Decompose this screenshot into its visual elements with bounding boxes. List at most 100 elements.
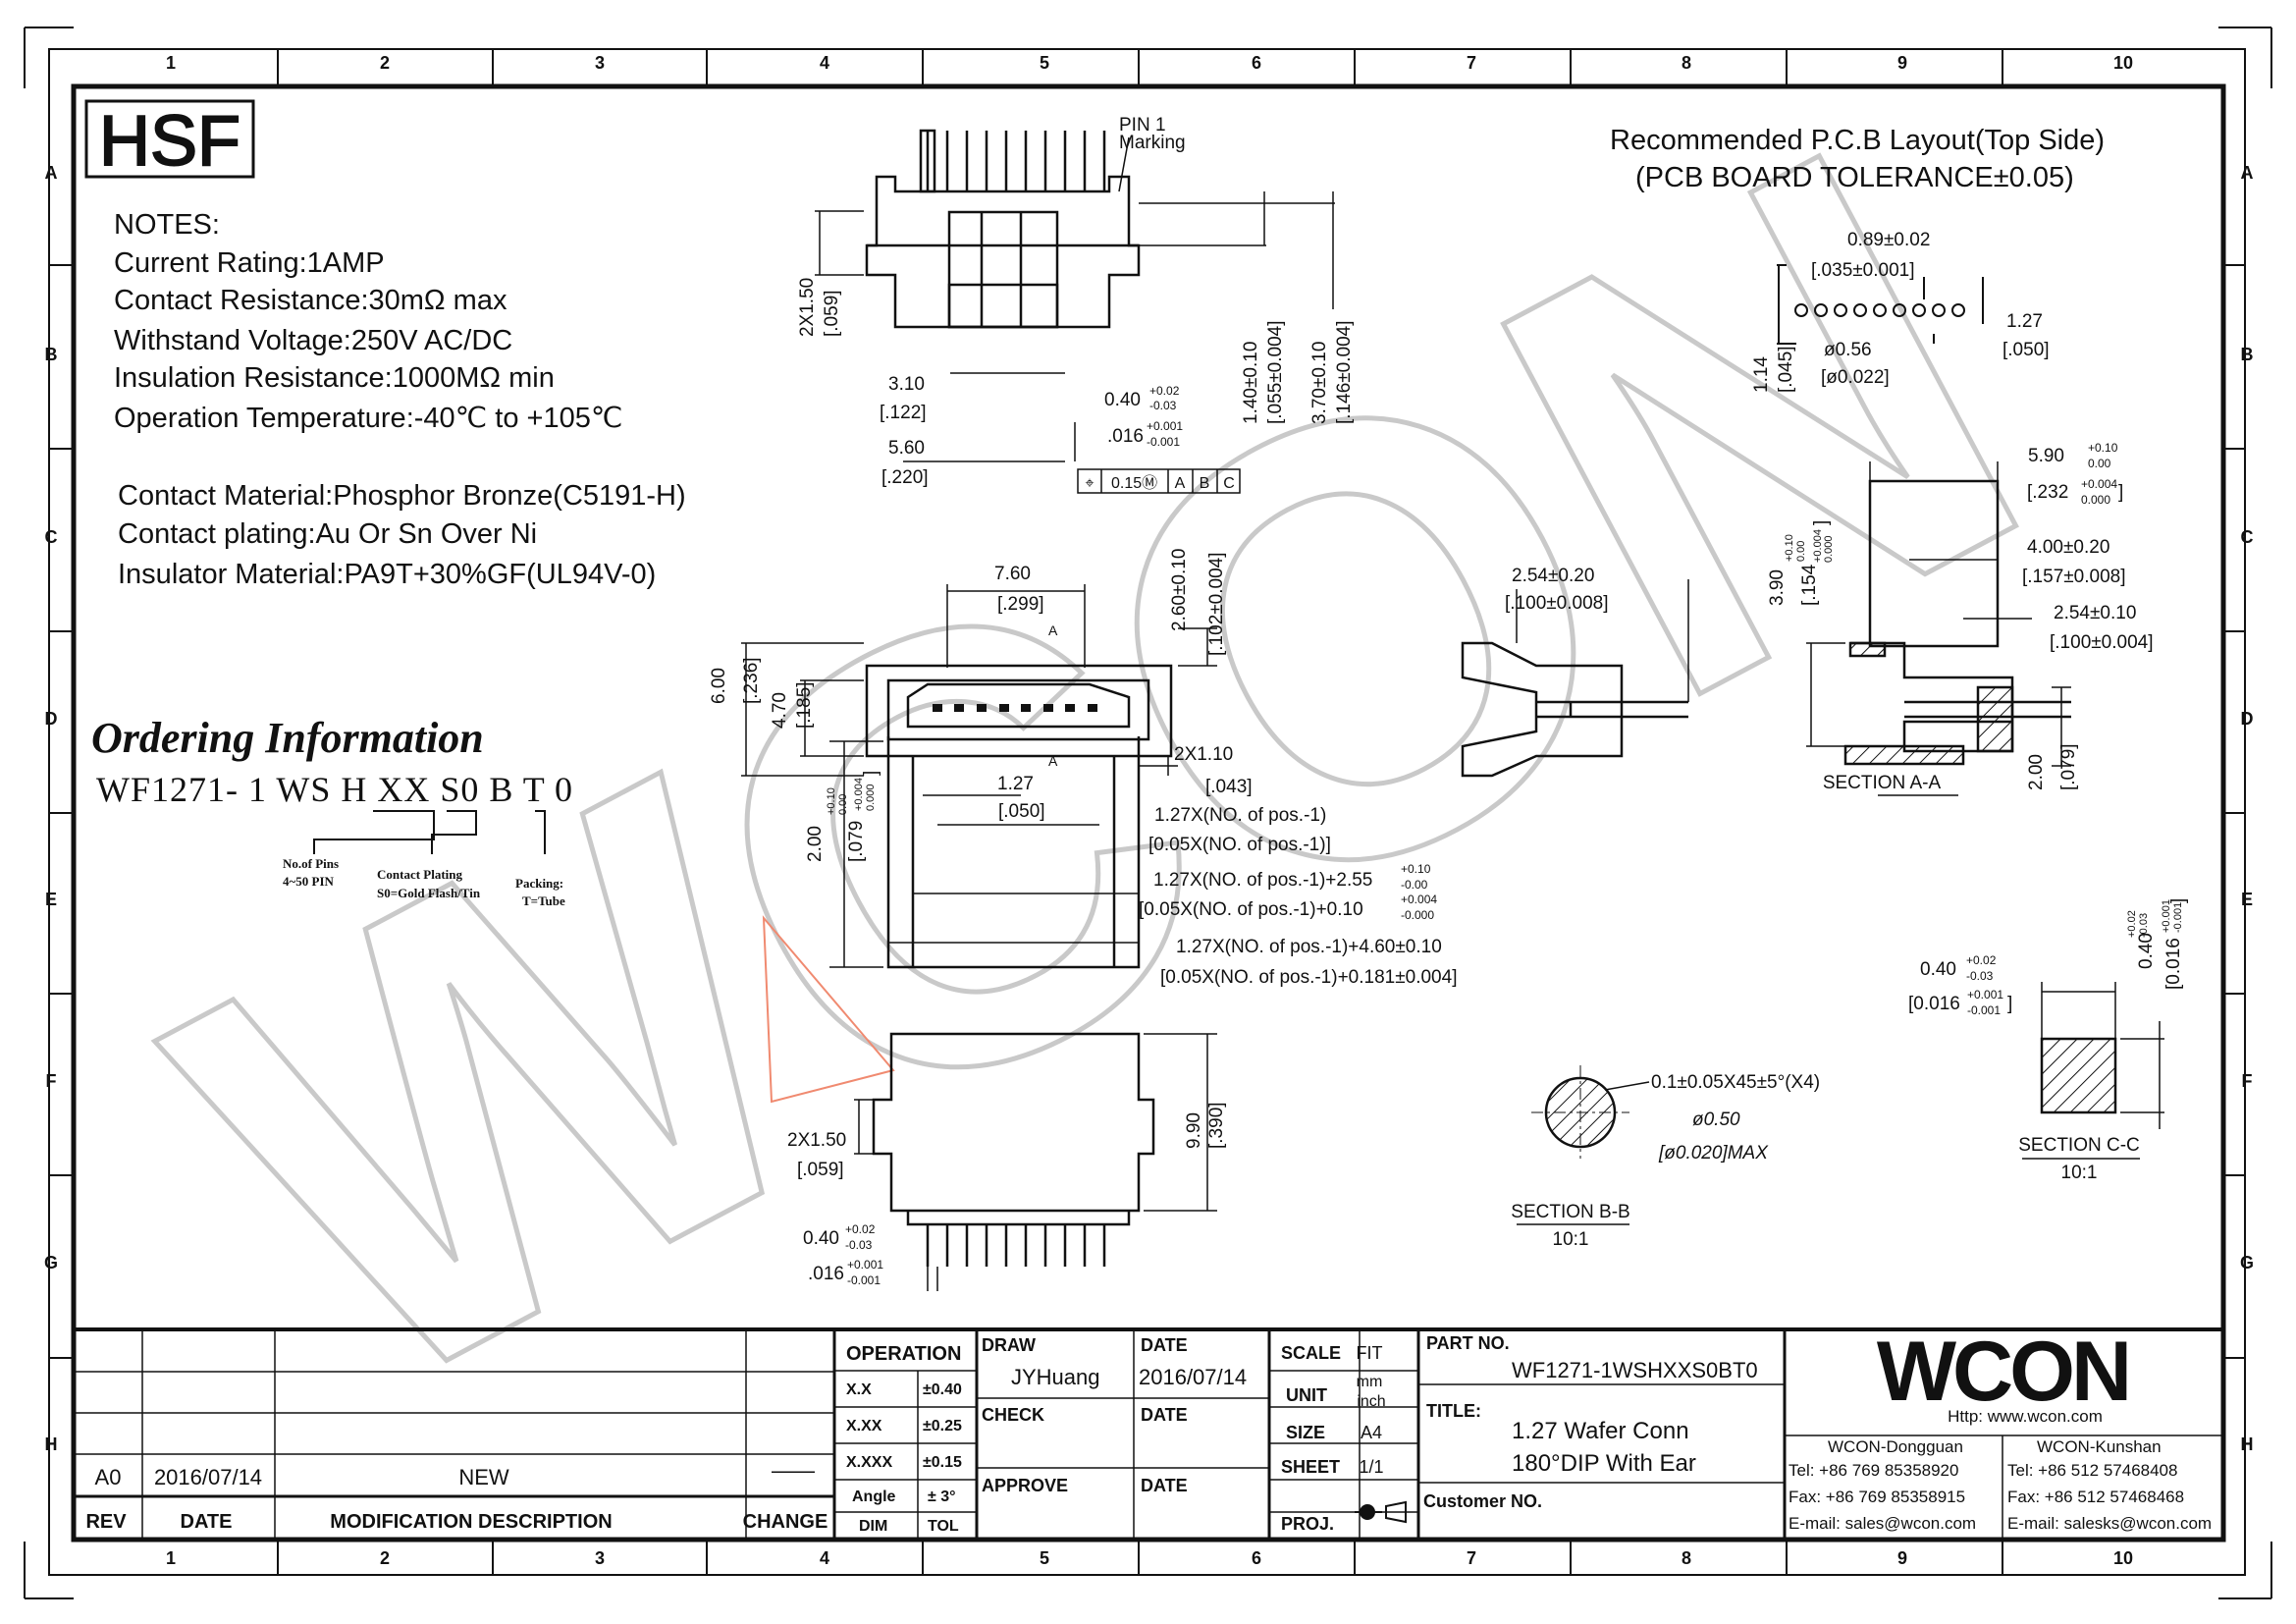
dim-text: 4.70 <box>770 692 790 729</box>
col-label: 10 <box>2113 53 2133 73</box>
dg-fax: Fax: +86 769 85358915 <box>1789 1488 1965 1506</box>
dim-text: 2.54±0.20 <box>1512 566 1594 586</box>
title-line: 1.27 Wafer Conn <box>1512 1418 1689 1444</box>
front-view-text: 7.60 [.299] 2.60±0.10 [.102±0.004] 6.00 … <box>709 549 1457 988</box>
section-aa-label: SECTION A-A <box>1823 773 1942 793</box>
dim-text: 1.14 <box>1751 356 1772 393</box>
material-line: Contact Material:Phosphor Bronze(C5191-H… <box>118 480 686 512</box>
ordering-heading: Ordering Information <box>91 714 484 762</box>
section-cc-label: SECTION C-C <box>2018 1135 2140 1156</box>
draw-label: DRAW <box>982 1335 1036 1355</box>
dim-text: ø0.50 <box>1692 1110 1740 1130</box>
side-view <box>1461 641 1688 778</box>
svg-text:⌖: ⌖ <box>1085 475 1094 492</box>
dim-text: 5.60 <box>888 438 925 459</box>
sheet-value: 1/1 <box>1359 1457 1383 1477</box>
website: Http: www.wcon.com <box>1948 1407 2103 1426</box>
section-mark: A <box>1048 753 1058 769</box>
pin1-label: PIN 1 <box>1119 115 1166 135</box>
dim-text: 2.60±0.10 <box>1169 549 1190 631</box>
section-bb-label: SECTION B-B <box>1511 1202 1629 1222</box>
dim-text: [.079] <box>2058 743 2079 790</box>
dim-text: ] <box>1811 520 1832 525</box>
tol-label: Angle <box>852 1489 896 1505</box>
formula: 1.27X(NO. of pos.-1)+2.55 <box>1153 870 1372 891</box>
unit-mm: mm <box>1357 1374 1383 1390</box>
rev-header: MODIFICATION DESCRIPTION <box>330 1511 612 1533</box>
row-label: F <box>46 1071 57 1091</box>
ks-mail: E-mail: salesks@wcon.com <box>2007 1514 2212 1533</box>
part-no-label: PART NO. <box>1426 1333 1510 1353</box>
col-label: 4 <box>820 53 829 73</box>
section-aa-dims <box>1806 461 2071 767</box>
formula: [0.05X(NO. of pos.-1)+0.10 <box>1139 899 1363 920</box>
ordering-info: Ordering Information WF1271- 1 WS H XX S… <box>91 714 572 908</box>
pcb-layout: Recommended P.C.B Layout(Top Side) (PCB … <box>1610 125 2105 393</box>
size-value: A4 <box>1361 1423 1382 1442</box>
dim-text: +0.001 <box>847 1258 883 1272</box>
dim-text: [.043] <box>1205 777 1253 797</box>
col-label: 4 <box>820 1548 829 1568</box>
row-label: C <box>2241 527 2254 547</box>
bottom-view-text: 2X1.50 [.059] 9.90 [.390] 0.40 +0.02 -0.… <box>787 1102 1227 1287</box>
formula-tol: -0.00 <box>1401 878 1428 892</box>
row-labels-left: A B C D E F G H <box>44 163 58 1454</box>
dim-label: DIM <box>859 1518 887 1535</box>
unit-label: UNIT <box>1286 1385 1327 1405</box>
dim-text: -0.001 <box>847 1273 881 1287</box>
dim-text: [.059] <box>797 1160 844 1180</box>
dim-text: [.146±0.004] <box>1334 320 1355 424</box>
title-line: 180°DIP With Ear <box>1512 1450 1696 1477</box>
dim-text: [.050] <box>998 801 1045 822</box>
bottom-view-dims <box>854 1033 1217 1291</box>
dim-text: .016 <box>808 1264 844 1284</box>
material-line: Insulator Material:PA9T+30%GF(UL94V-0) <box>118 559 656 590</box>
part-no: WF1271-1WSHXXS0BT0 <box>1512 1358 1758 1382</box>
col-label: 5 <box>1040 1548 1049 1568</box>
col-label: 9 <box>1897 1548 1907 1568</box>
dim-text: 0.40 <box>2136 933 2157 969</box>
rev-header: REV <box>85 1511 127 1533</box>
feature-control-frame: ⌖ 0.15Ⓜ A B C <box>1077 468 1241 494</box>
hsf-logo-text: HSF <box>99 102 240 181</box>
col-label: 2 <box>380 53 390 73</box>
dim-text: ] <box>2168 898 2189 903</box>
row-label: H <box>45 1435 58 1454</box>
rev-header: CHANGE <box>743 1511 828 1533</box>
dim-text: [0.016 <box>2163 938 2184 990</box>
dim-text: 0.1±0.05X45±5°(X4) <box>1651 1072 1820 1093</box>
dim-text: +0.001 <box>1967 988 2003 1001</box>
dim-text: 2.00 <box>805 826 826 862</box>
dim-text: [ø0.022] <box>1821 367 1890 388</box>
formula-tol: +0.004 <box>1401 893 1437 906</box>
dim-text: 0.000 <box>865 784 877 811</box>
dim-text: 0.00 <box>1795 541 1807 562</box>
dim-text: ø0.56 <box>1824 340 1872 360</box>
column-labels-top: 1 2 3 4 5 6 7 8 9 10 <box>166 53 2133 73</box>
dim-text: ] <box>861 771 881 776</box>
dim-text: -0.03 <box>2138 913 2150 938</box>
legend-pins: No.of Pins <box>283 856 339 871</box>
top-view-text: PIN 1 Marking 2X1.50 [.059] 3.10 [.122] … <box>797 115 1355 488</box>
approve-label: APPROVE <box>982 1476 1068 1495</box>
scale-label: SCALE <box>1281 1343 1341 1363</box>
customer-label: Customer NO. <box>1423 1491 1542 1511</box>
size-label: SIZE <box>1286 1423 1325 1442</box>
notes-block: NOTES: Current Rating:1AMP Contact Resis… <box>114 209 686 590</box>
dim-text: [.185] <box>794 681 815 729</box>
dim-text: 1.27 <box>997 774 1034 794</box>
row-label: A <box>2241 163 2254 183</box>
dim-text: 4.00±0.20 <box>2027 537 2109 558</box>
formula-tol: -0.000 <box>1401 908 1434 922</box>
dim-text: [.122] <box>880 403 927 423</box>
dim-text: [.050] <box>2002 340 2050 360</box>
fcf-datum: A <box>1175 475 1186 492</box>
row-label: E <box>2241 890 2253 909</box>
note-line: Insulation Resistance:1000MΩ min <box>114 362 555 394</box>
tol-label: TOL <box>928 1518 959 1535</box>
ks-tel: Tel: +86 512 57468408 <box>2007 1461 2177 1480</box>
proj-label: PROJ. <box>1281 1514 1334 1534</box>
dim-text: 0.40 <box>803 1228 839 1249</box>
dim-text: [.045] <box>1776 346 1796 393</box>
column-labels-bottom: 1 2 3 4 5 6 7 8 9 10 <box>166 1548 2133 1568</box>
